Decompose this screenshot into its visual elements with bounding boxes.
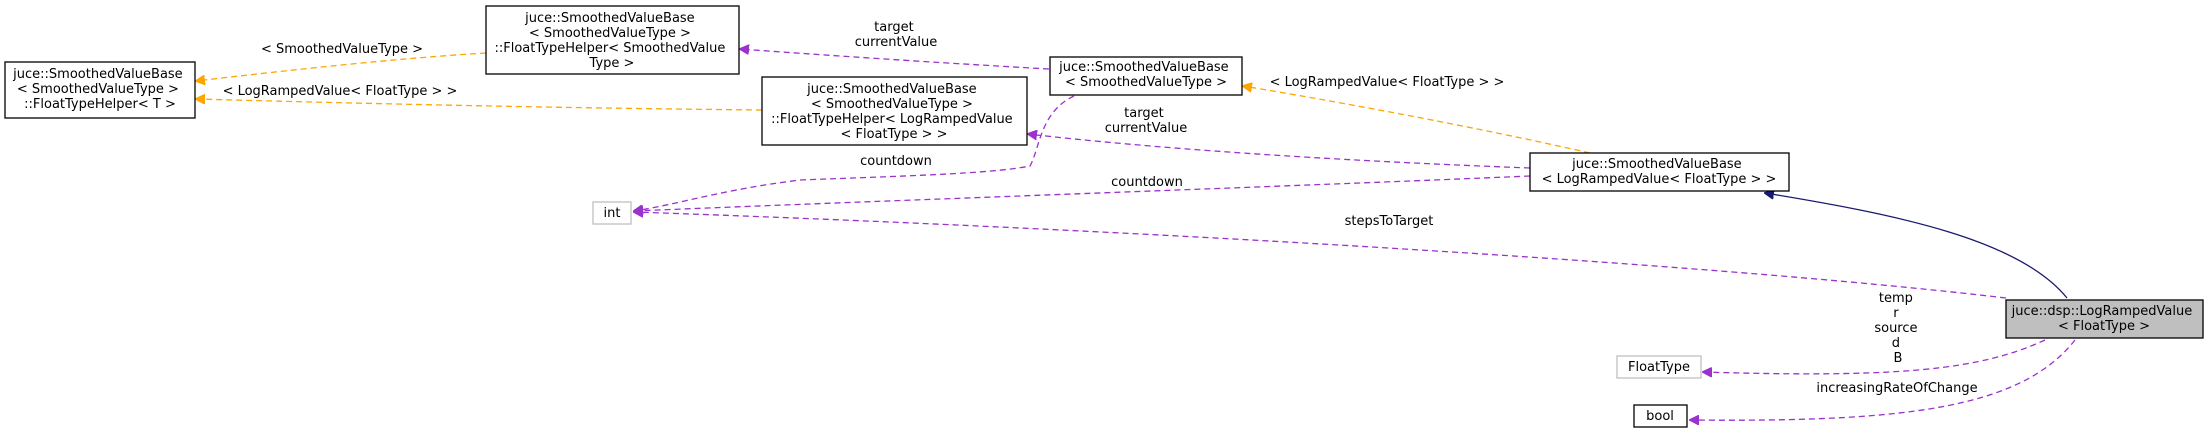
edge-focus-to-floattype bbox=[1703, 339, 2046, 374]
node-bool-label: bool bbox=[1646, 409, 1674, 424]
node-floattypehelper-t[interactable]: juce::SmoothedValueBase < SmoothedValueT… bbox=[4, 61, 196, 119]
edge-lrv-to-floattypehelper-t bbox=[196, 99, 763, 111]
label-floattype-members: temp r source d B bbox=[1874, 291, 1921, 366]
node-smoothedvaluebase-smoothedvaluetype[interactable]: juce::SmoothedValueBase < SmoothedValueT… bbox=[1049, 56, 1243, 96]
node-floattype[interactable]: FloatType bbox=[1616, 355, 1702, 379]
node-int-label: int bbox=[604, 206, 621, 221]
label-countdown-upper: countdown bbox=[860, 154, 932, 169]
edge-focus-to-bool bbox=[1690, 339, 2076, 420]
edge-focus-inherits-svb-lrv bbox=[1765, 193, 2068, 299]
label-target-currentvalue-lower: target currentValue bbox=[1105, 106, 1188, 136]
node-smoothedvaluebase-smoothedvaluetype-label: juce::SmoothedValueBase < SmoothedValueT… bbox=[1058, 60, 1233, 90]
label-lrv-svb-svt: < LogRampedValue< FloatType > > bbox=[1270, 75, 1505, 90]
label-lrv-fth-t: < LogRampedValue< FloatType > > bbox=[223, 84, 458, 99]
node-floattypehelper-smoothedvaluetype-label: juce::SmoothedValueBase < SmoothedValueT… bbox=[495, 11, 730, 71]
node-logrampedvalue-focus[interactable]: juce::dsp::LogRampedValue < FloatType > bbox=[2005, 299, 2204, 339]
edge-focus-to-int-stepsToTarget bbox=[634, 212, 2007, 299]
node-smoothedvaluebase-logrampedvalue-label: juce::SmoothedValueBase < LogRampedValue… bbox=[1542, 157, 1777, 187]
edge-svb-svt-to-fth-svt-target bbox=[740, 49, 1050, 70]
label-svt: < SmoothedValueType > bbox=[261, 42, 423, 57]
edge-svb-lrv-to-fth-lrv-target bbox=[1028, 134, 1531, 169]
node-floattypehelper-t-label: juce::SmoothedValueBase < SmoothedValueT… bbox=[12, 67, 187, 112]
node-floattypehelper-logrampedvalue-label: juce::SmoothedValueBase < SmoothedValueT… bbox=[771, 82, 1017, 142]
edge-labels: < SmoothedValueType > < LogRampedValue< … bbox=[223, 20, 1978, 396]
edge-svt-to-floattypehelper-t bbox=[196, 52, 487, 81]
node-floattypehelper-smoothedvaluetype[interactable]: juce::SmoothedValueBase < SmoothedValueT… bbox=[485, 5, 740, 75]
node-int[interactable]: int bbox=[592, 201, 632, 225]
label-increasingrateofchange: increasingRateOfChange bbox=[1816, 381, 1977, 396]
edge-svb-svt-to-int-countdown bbox=[634, 95, 1075, 211]
label-target-currentvalue-upper: target currentValue bbox=[855, 20, 938, 50]
node-floattypehelper-logrampedvalue[interactable]: juce::SmoothedValueBase < SmoothedValueT… bbox=[761, 76, 1028, 146]
label-stepstotarget: stepsToTarget bbox=[1345, 214, 1434, 229]
node-floattype-label: FloatType bbox=[1628, 360, 1690, 375]
edge-svb-svt-to-svb-lrv-template bbox=[1243, 86, 1591, 154]
node-bool[interactable]: bool bbox=[1633, 404, 1688, 428]
nodes: juce::SmoothedValueBase < SmoothedValueT… bbox=[4, 5, 2204, 428]
node-logrampedvalue-focus-label: juce::dsp::LogRampedValue < FloatType > bbox=[2011, 304, 2197, 334]
edge-svb-lrv-to-int-countdown bbox=[634, 175, 1531, 211]
edges bbox=[196, 49, 2076, 420]
label-countdown-lower: countdown bbox=[1111, 175, 1183, 190]
node-smoothedvaluebase-logrampedvalue[interactable]: juce::SmoothedValueBase < LogRampedValue… bbox=[1529, 152, 1790, 192]
